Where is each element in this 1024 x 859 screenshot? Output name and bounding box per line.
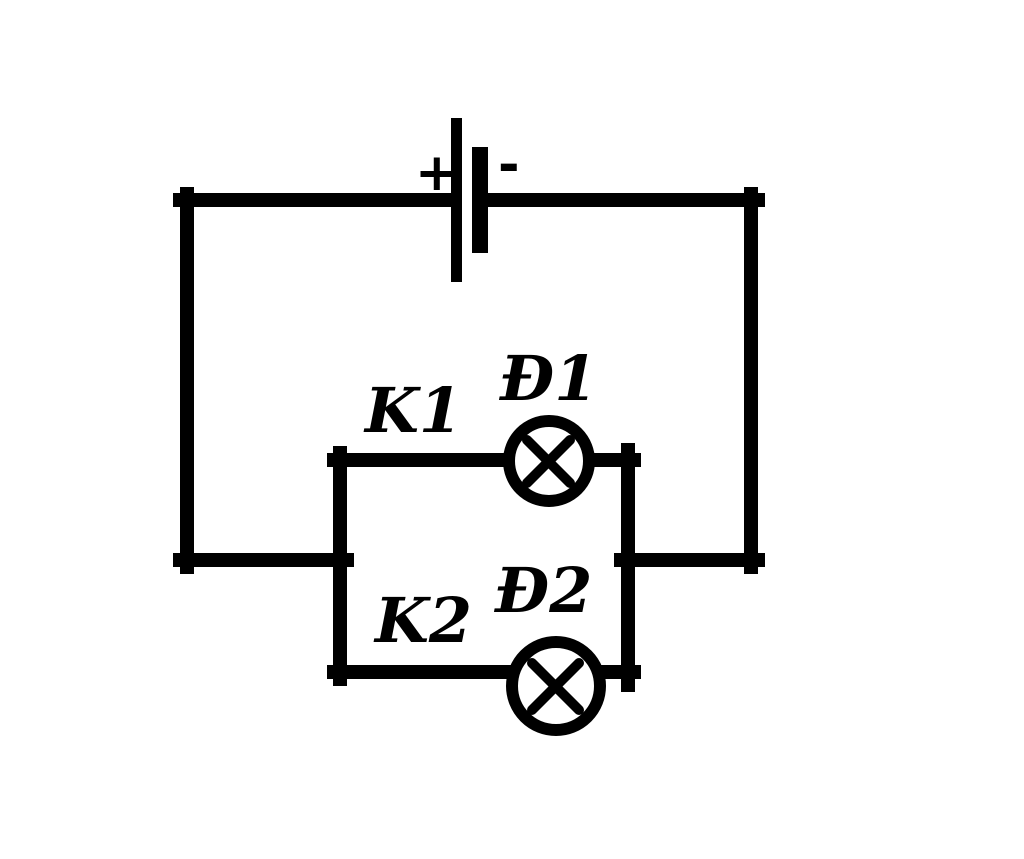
battery-positive-label: +: [415, 143, 459, 203]
lamp2-label: Đ2: [493, 554, 592, 627]
battery-negative-label: -: [498, 135, 520, 195]
switch2-label: K2: [373, 584, 472, 657]
lamp-icon: [503, 415, 595, 507]
lamp2-x-stroke2: [527, 658, 584, 715]
battery-short-plate: [472, 147, 488, 253]
lamp1-label: Đ1: [498, 342, 597, 415]
lamp1-x-stroke2: [522, 435, 575, 488]
lamp-icon: [506, 636, 606, 736]
battery-long-plate: [451, 118, 462, 282]
switch1-label: K1: [363, 374, 462, 447]
